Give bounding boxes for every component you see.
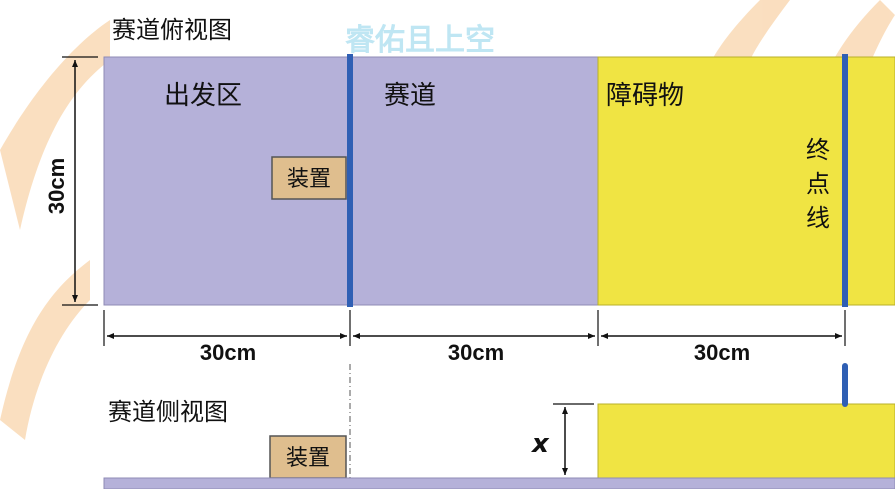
finish-line-char-2: 点 xyxy=(806,170,830,198)
device-label: 装置 xyxy=(287,167,331,192)
watermark-text: 睿佑且上空 xyxy=(345,23,495,58)
side-obstacle-block xyxy=(597,403,895,480)
obstacle-zone-label: 障碍物 xyxy=(606,81,684,111)
width-dimension-label-2: 30cm xyxy=(448,340,504,365)
start-zone-label: 出发区 xyxy=(164,81,242,111)
top-view-title: 赛道俯视图 xyxy=(112,16,232,44)
track-zone-label: 赛道 xyxy=(384,81,436,111)
finish-line-char-3: 线 xyxy=(806,204,830,232)
side-view-title: 赛道侧视图 xyxy=(108,398,228,426)
watermark-decoration xyxy=(0,0,895,440)
width-dimension-label-3: 30cm xyxy=(694,340,750,365)
height-dimension-label: 30cm xyxy=(44,158,69,214)
track-zone xyxy=(349,56,599,306)
finish-line-char-1: 终 xyxy=(806,136,830,164)
device-box xyxy=(271,156,347,200)
width-dimension-label-1: 30cm xyxy=(200,340,256,365)
x-dimension-label: x xyxy=(530,429,550,459)
side-device-label: 装置 xyxy=(286,446,330,471)
side-device-box xyxy=(269,435,347,479)
side-ground-strip xyxy=(103,477,895,489)
